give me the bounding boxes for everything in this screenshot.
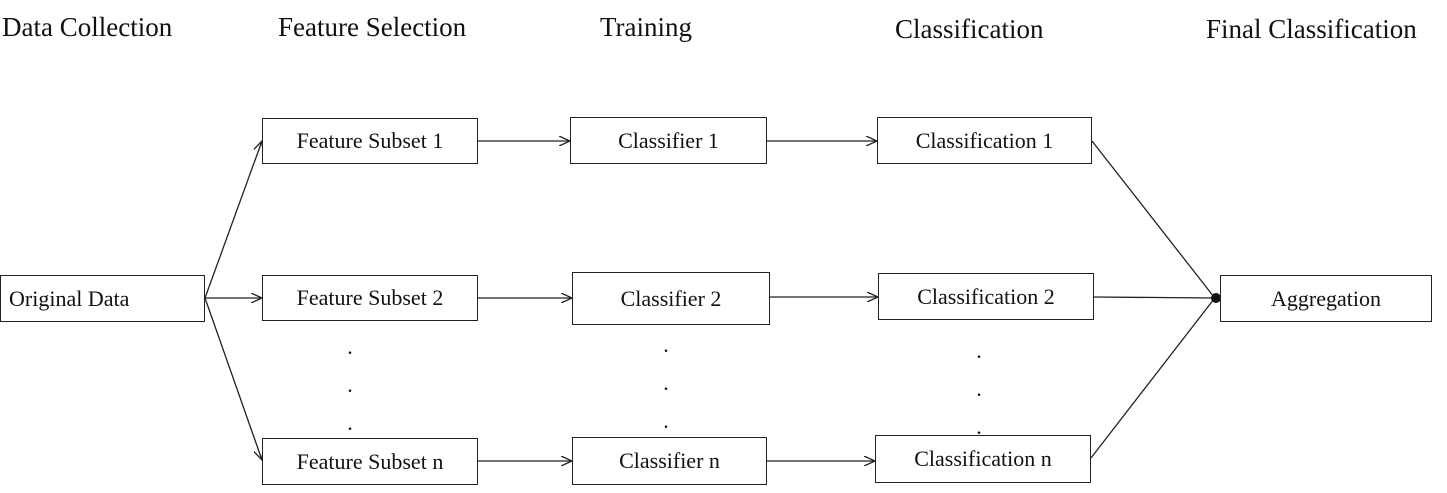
arrow-data-to-subset-n: [204, 297, 262, 460]
classification-1-box: Classification 1: [877, 117, 1092, 164]
classifier-1-box: Classifier 1: [570, 117, 767, 164]
ellipsis-dot: .: [347, 334, 353, 359]
arrow-data-to-subset-1: [204, 141, 262, 299]
ellipsis-dot: .: [976, 338, 982, 363]
classifier-n-box: Classifier n: [572, 437, 767, 485]
ellipsis-dot: .: [347, 410, 353, 435]
ellipsis-dot: .: [663, 370, 669, 395]
feature-subset-1-box: Feature Subset 1: [262, 118, 478, 164]
header-feature-selection: Feature Selection: [278, 12, 467, 42]
feature-subset-ellipsis: . . .: [340, 328, 360, 442]
feature-subset-n-box: Feature Subset n: [262, 438, 478, 485]
aggregation-box: Aggregation: [1220, 275, 1432, 322]
classifier-2-box: Classifier 2: [572, 272, 770, 325]
line-classification-2-to-aggregation: [1093, 296, 1215, 299]
classifier-ellipsis: . . .: [656, 326, 676, 440]
ellipsis-dot: .: [976, 414, 982, 439]
aggregation-junction-dot: [1211, 293, 1221, 303]
ellipsis-dot: .: [663, 332, 669, 357]
header-training: Training: [600, 12, 693, 42]
header-classification: Classification: [895, 14, 1044, 44]
ellipsis-dot: .: [663, 408, 669, 433]
classification-ellipsis: . . .: [969, 332, 989, 446]
header-data-collection: Data Collection: [2, 12, 173, 42]
classification-2-box: Classification 2: [878, 273, 1094, 320]
ellipsis-dot: .: [347, 372, 353, 397]
classification-n-box: Classification n: [875, 435, 1091, 483]
line-classification-1-to-aggregation: [1091, 140, 1215, 298]
header-final-classification: Final Classification: [1206, 14, 1417, 44]
feature-subset-2-box: Feature Subset 2: [262, 275, 478, 321]
original-data-box: Original Data: [0, 275, 205, 322]
line-classification-n-to-aggregation: [1090, 298, 1215, 459]
ellipsis-dot: .: [976, 376, 982, 401]
